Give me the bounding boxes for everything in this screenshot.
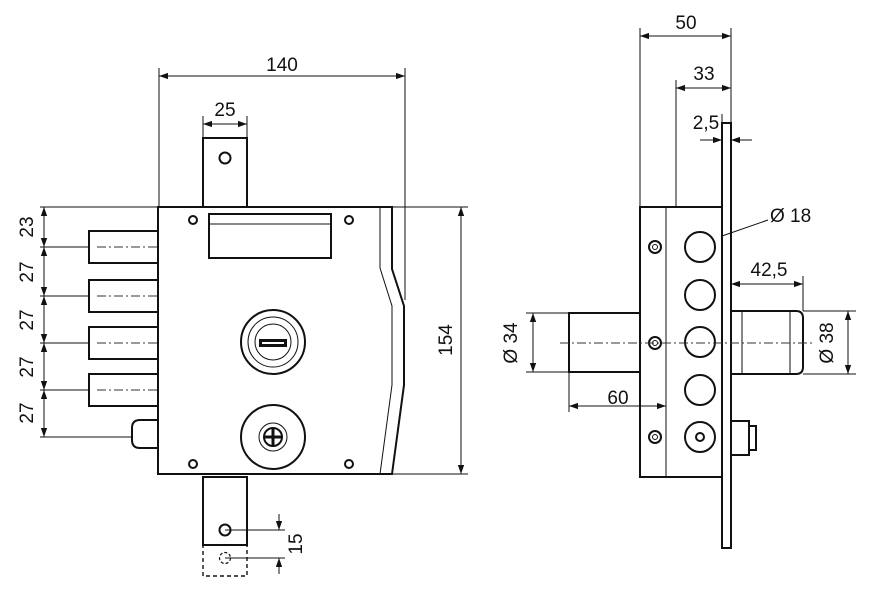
shaft-left <box>568 312 641 373</box>
side-extension-lines <box>526 28 856 477</box>
front-center-lines <box>97 246 160 391</box>
face-plate <box>721 122 732 549</box>
dim-side-cylinder-diameter: Ø 38 <box>817 322 838 363</box>
side-bolt-heads <box>684 231 716 453</box>
dim-front-pitch-2: 27 <box>17 261 38 282</box>
dim-side-shaft-diameter: Ø 34 <box>501 322 522 364</box>
dim-front-pitch-3: 27 <box>17 309 38 330</box>
dim-front-pitch-5: 27 <box>17 402 38 423</box>
dim-side-shaft-length: 60 <box>607 388 628 409</box>
front-view: 140 25 154 23 27 27 27 27 15 <box>17 55 468 577</box>
dim-side-depth: 50 <box>675 13 696 34</box>
dim-front-pitch-1: 23 <box>17 216 38 237</box>
bottom-vertical-bolt <box>202 476 248 577</box>
dim-side-bolt-diameter: Ø 18 <box>770 206 811 227</box>
small-knob <box>730 420 757 456</box>
dim-front-height: 154 <box>436 324 457 356</box>
cylinder-right <box>730 310 804 375</box>
side-view: 50 33 2,5 Ø 18 42,5 Ø 38 Ø 34 60 <box>501 13 856 549</box>
dim-front-hole-spacing: 15 <box>286 533 307 554</box>
top-vertical-bolt <box>202 137 248 211</box>
dim-front-pitch-4: 27 <box>17 356 38 377</box>
dim-side-backset: 33 <box>693 64 714 85</box>
side-dimension-lines <box>529 32 852 410</box>
dim-front-width: 140 <box>266 55 298 76</box>
front-dimension-lines <box>40 72 465 574</box>
dim-front-bolt-width: 25 <box>214 100 235 121</box>
cylinder-housing <box>240 309 306 375</box>
side-case-body <box>639 206 723 478</box>
dim-side-cylinder-depth: 42,5 <box>751 260 788 281</box>
spindle-housing <box>240 404 306 470</box>
side-bolts <box>88 230 161 449</box>
dim-side-plate: 2,5 <box>693 113 719 134</box>
